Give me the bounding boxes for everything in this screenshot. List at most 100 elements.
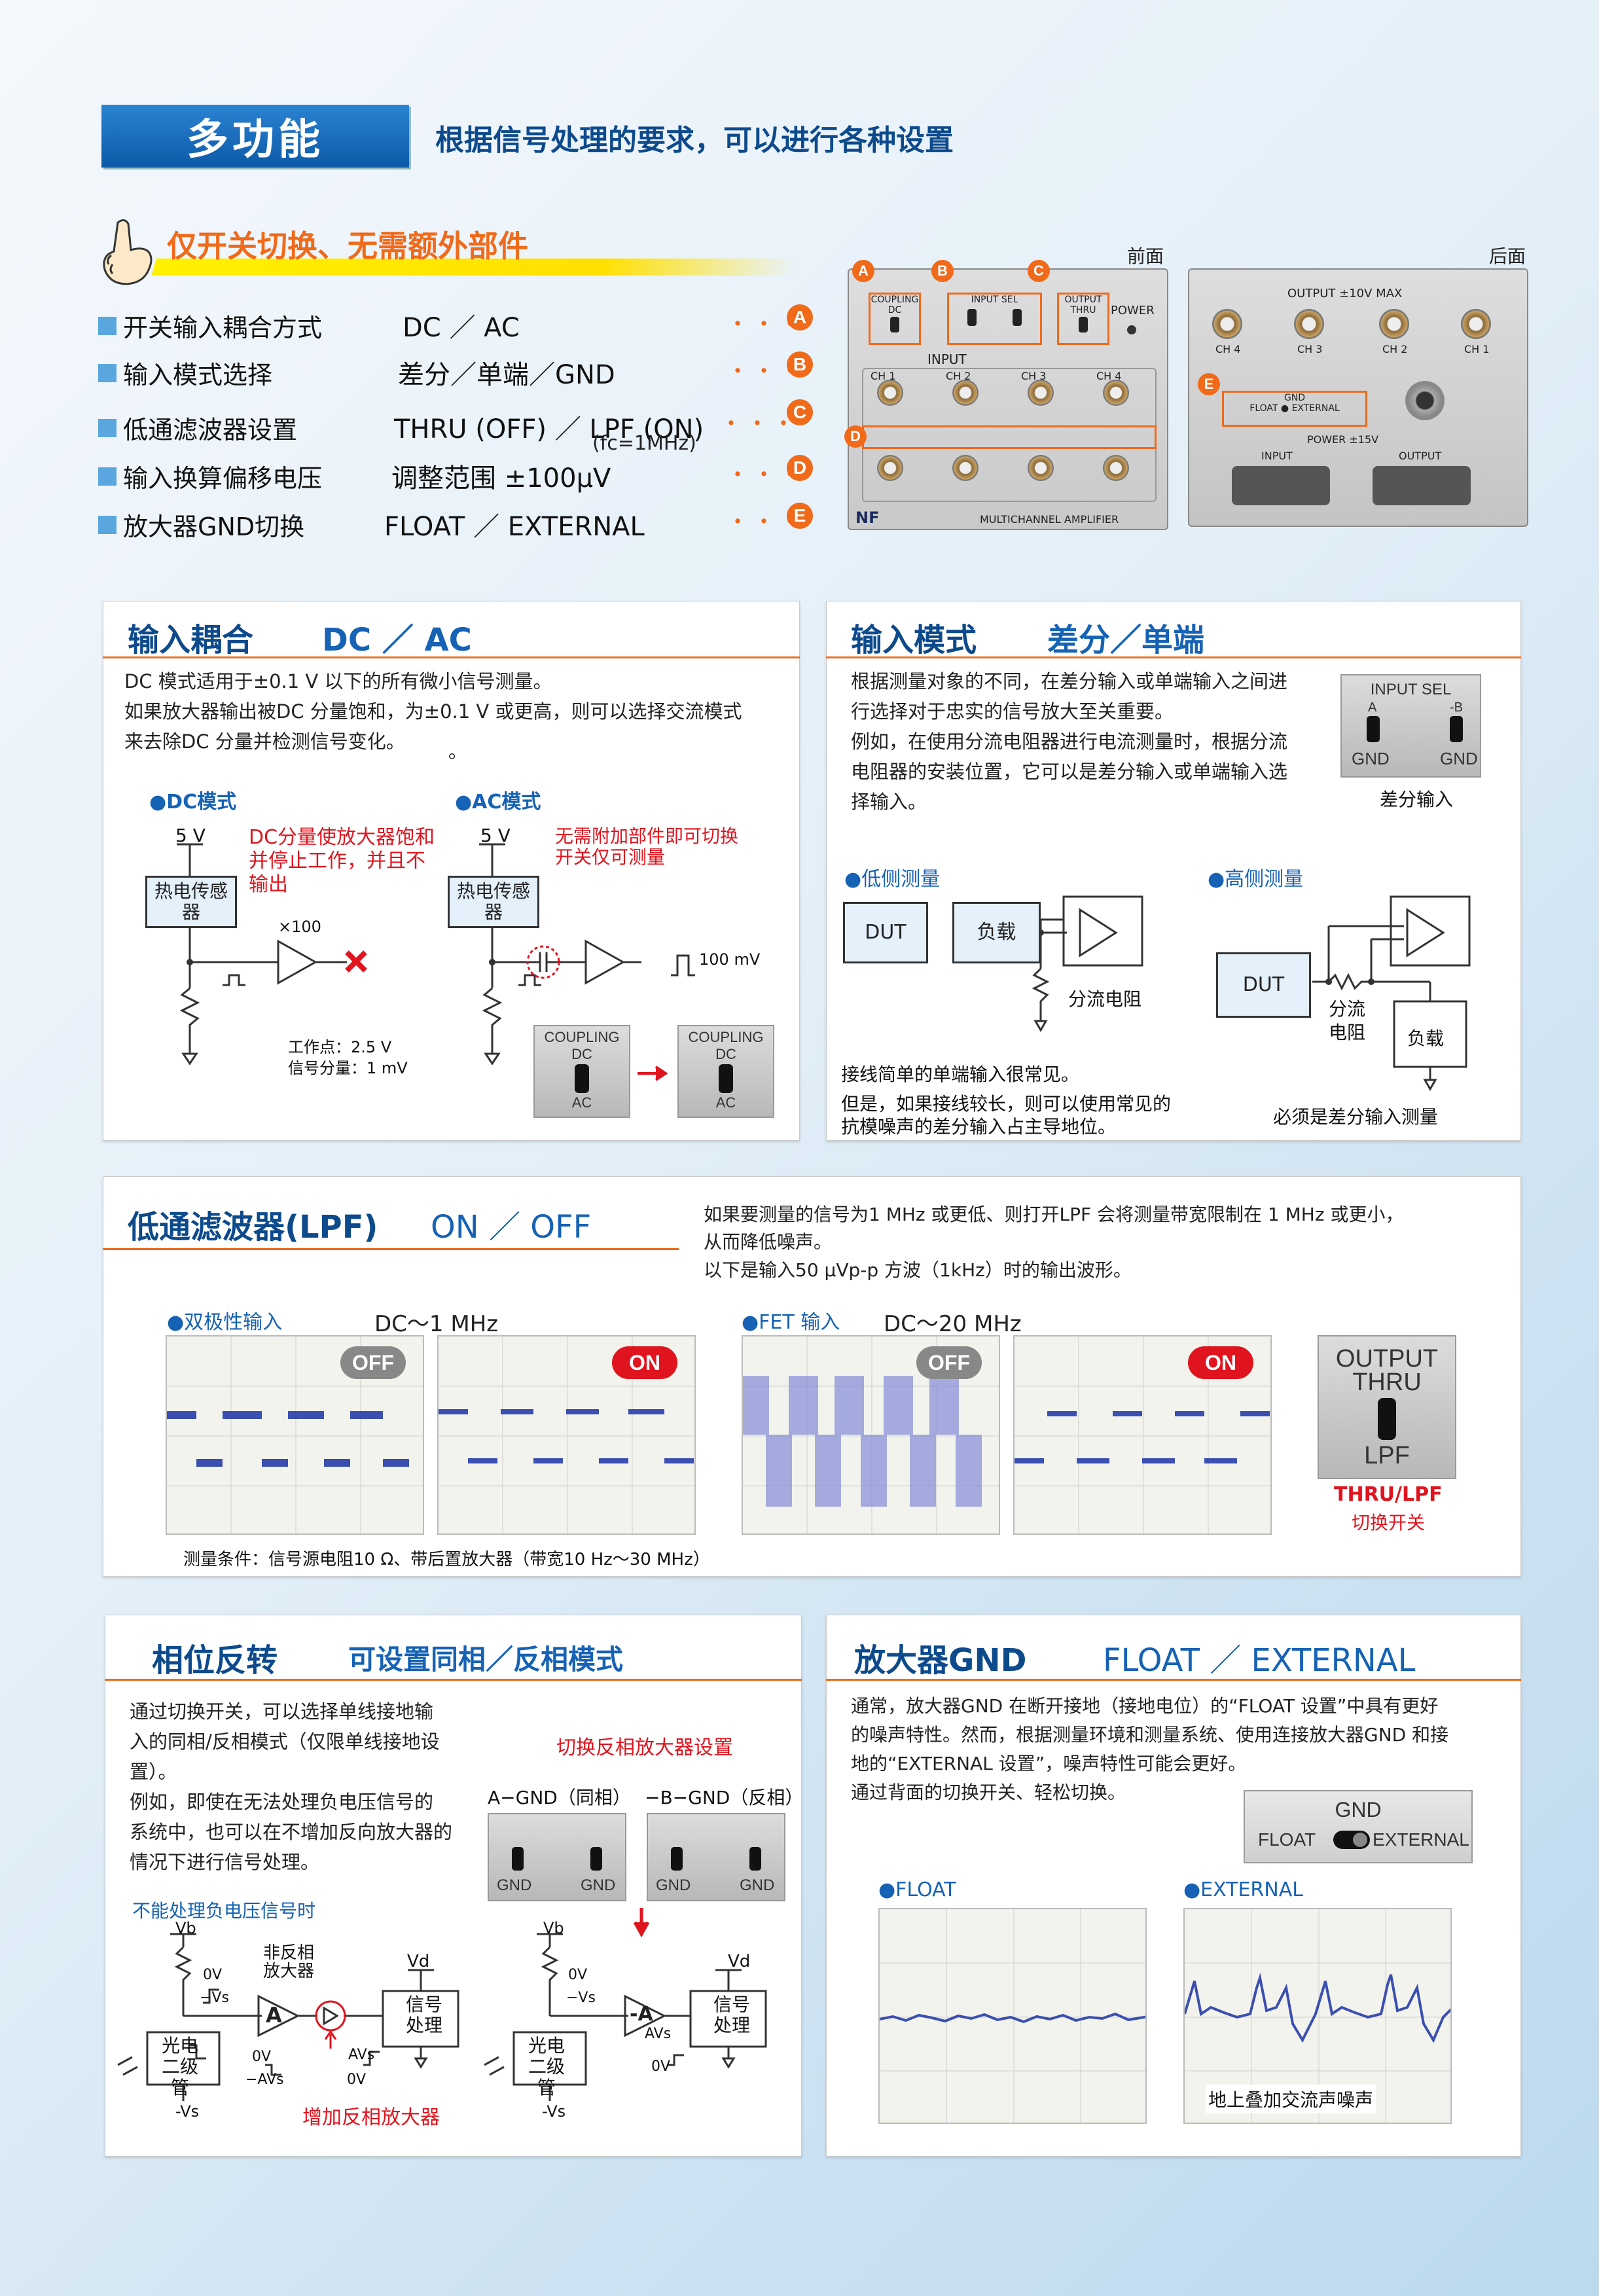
feature-label: 低通滤波器设置 (123, 416, 298, 444)
high-note: 必须是差分输入测量 (1273, 1106, 1439, 1128)
phase-text-3: 置）。 (130, 1761, 177, 1783)
ch-label: CH 3 (1297, 343, 1323, 355)
marker-c: C (787, 399, 813, 425)
off-badge: OFF (916, 1346, 982, 1379)
shunt-label: 电阻 (1329, 1022, 1366, 1043)
neg-avs-label: −AVs (245, 2072, 284, 2088)
vb-label: Vb (175, 1919, 196, 1937)
back-label: 后面 (1489, 245, 1526, 267)
offset-row (862, 425, 1157, 449)
gnd-subtitle: FLOAT ／ EXTERNAL (1103, 1642, 1416, 1679)
switch-text: A (1368, 700, 1377, 715)
input-mode-subtitle: 差分／单端 (1047, 622, 1205, 658)
bnc-connector (1379, 309, 1409, 339)
model-text: MULTICHANNEL AMPLIFIER (980, 513, 1119, 526)
dc-text: DC (888, 305, 902, 315)
zero-label: 0V (347, 2072, 367, 2088)
phase-text-4: 例如，即使在无法处理负电压信号的 (130, 1791, 434, 1813)
feature-value: FLOAT ／ EXTERNAL (384, 512, 645, 542)
title-underline (826, 656, 1521, 658)
ch-label: CH 4 (1215, 343, 1241, 355)
bnc-connector (952, 455, 979, 481)
avs-label: AVs (645, 2026, 672, 2042)
voltage-label: 5 V (175, 825, 206, 846)
bipolar-bandwidth: DC〜1 MHz (374, 1311, 499, 1337)
lpf-subtitle: ON ／ OFF (431, 1209, 592, 1246)
dc-mode-heading: ●DC模式 (149, 791, 237, 814)
zero-label: 0V (568, 1967, 588, 1983)
vb-label: Vb (543, 1919, 564, 1937)
feature-row: 输入换算偏移电压 (98, 458, 322, 494)
gnd-text-4: 通过背面的切换开关、轻松切换。 (851, 1782, 1126, 1803)
vd-label: Vd (728, 1952, 751, 1971)
switch-text: GND (656, 1876, 691, 1894)
output-max-text: OUTPUT ±10V MAX (1287, 287, 1403, 300)
power-text: POWER (1111, 304, 1155, 317)
title-underline (826, 1679, 1521, 1681)
signal-processing-label: 信号处理 (713, 1994, 750, 2036)
scope-trace (1015, 1336, 1270, 1534)
arrow-down-icon (633, 1908, 650, 1937)
toggle-knob (967, 309, 977, 326)
switch-text: EXTERNAL (1373, 1829, 1469, 1850)
phase-text-2: 入的同相/反相模式（仅限单线接地设 (130, 1731, 440, 1753)
avs-label: AVs (348, 2047, 375, 2063)
bnc-connector (1294, 309, 1324, 339)
scope-trace (167, 1336, 423, 1534)
thermal-sensor-box: 热电传感器 (145, 876, 237, 928)
scope-bipolar-off (166, 1335, 424, 1535)
marker-e: E (787, 503, 813, 529)
switch-text: THRU (1352, 1369, 1422, 1396)
switch-text: GND (1440, 749, 1478, 768)
fet-bandwidth: DC〜20 MHz (884, 1311, 1022, 1337)
power-connector (1405, 381, 1445, 420)
toggle-knob (575, 1064, 589, 1093)
neg-vs-label: -Vs (175, 2102, 200, 2121)
shunt-label: 分流 (1329, 998, 1366, 1020)
lpf-text-2: 从而降低噪声。 (704, 1231, 833, 1253)
switch-text: GND (1352, 749, 1390, 768)
toggle-knob (512, 1847, 524, 1871)
gain-label: ×100 (278, 918, 321, 936)
scope-trace (439, 1336, 694, 1534)
output-text: OUTPUT (1399, 450, 1442, 462)
dut-box: DUT (843, 902, 928, 963)
ch-label: CH 2 (1382, 343, 1408, 355)
low-note-2: 但是，如果接线较长，则可以使用常见的 (841, 1093, 1172, 1115)
cannot-handle-label: 不能处理负电压信号时 (132, 1900, 316, 1922)
switch-text: -B (1450, 700, 1463, 715)
toggle-knob (890, 317, 899, 332)
toggle-knob (1450, 716, 1463, 742)
switch-text: AC (715, 1094, 736, 1111)
neg-vs-label: −Vs (200, 1990, 229, 2006)
dc-note: DC分量使放大器饱和并停止工作，并且不输出 (249, 826, 435, 896)
ch-label: CH 3 (1021, 370, 1047, 382)
coupling-text-2: 如果放大器输出被DC 分量饱和，为±0.1 V 或更高，则可以选择交流模式 (124, 700, 742, 723)
lpf-switch-caption: THRU/LPF (1334, 1483, 1443, 1506)
switch-text: DC (571, 1046, 592, 1062)
low-note-1: 接线简单的单端输入很常见。 (841, 1064, 1080, 1085)
title-underline (105, 1679, 802, 1681)
pulse-label: 100 mV (699, 950, 761, 969)
input-sel-switch: INPUT SEL (947, 293, 1042, 345)
gnd-text-3: 地的“EXTERNAL 设置”，噪声特性可能会更好。 (851, 1753, 1247, 1774)
ch-label: CH 2 (946, 370, 971, 382)
input-text: INPUT (927, 351, 967, 367)
section-subtitle: 根据信号处理的要求，可以进行各种设置 (435, 124, 954, 157)
low-side-heading: ●低侧测量 (844, 868, 941, 891)
switch-text: INPUT SEL (1370, 681, 1452, 698)
photo-marker-e: E (1198, 373, 1220, 395)
pointing-hand-icon (103, 219, 153, 285)
phase-text-6: 情况下进行信号处理。 (130, 1851, 320, 1873)
bnc-connector (1103, 380, 1129, 406)
external-text: EXTERNAL (1291, 403, 1340, 414)
coupling-circuit (177, 843, 695, 1066)
bnc-connector (1212, 309, 1242, 339)
section-title-tag: 多功能 (101, 105, 409, 168)
toggle-knob (1013, 309, 1022, 326)
photo-marker-b: B (931, 260, 954, 282)
